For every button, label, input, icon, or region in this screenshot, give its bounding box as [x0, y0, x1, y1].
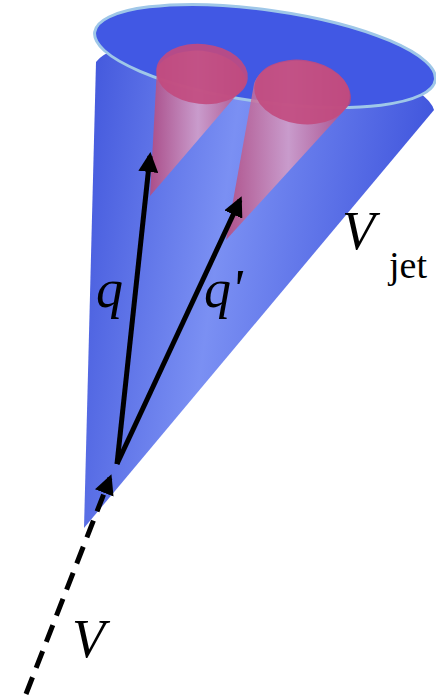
boson-label: V — [72, 612, 105, 666]
quark-arrow — [117, 200, 240, 464]
subjet-cone-top — [250, 54, 354, 131]
jet-subscript: jet — [389, 246, 427, 284]
boson-line — [26, 478, 110, 694]
subjet-cone-top — [153, 39, 251, 108]
jet-cone — [84, 40, 434, 528]
jet-symbol: V — [342, 204, 375, 258]
quark-label: q — [96, 262, 123, 316]
quark-label: q' — [204, 262, 243, 316]
